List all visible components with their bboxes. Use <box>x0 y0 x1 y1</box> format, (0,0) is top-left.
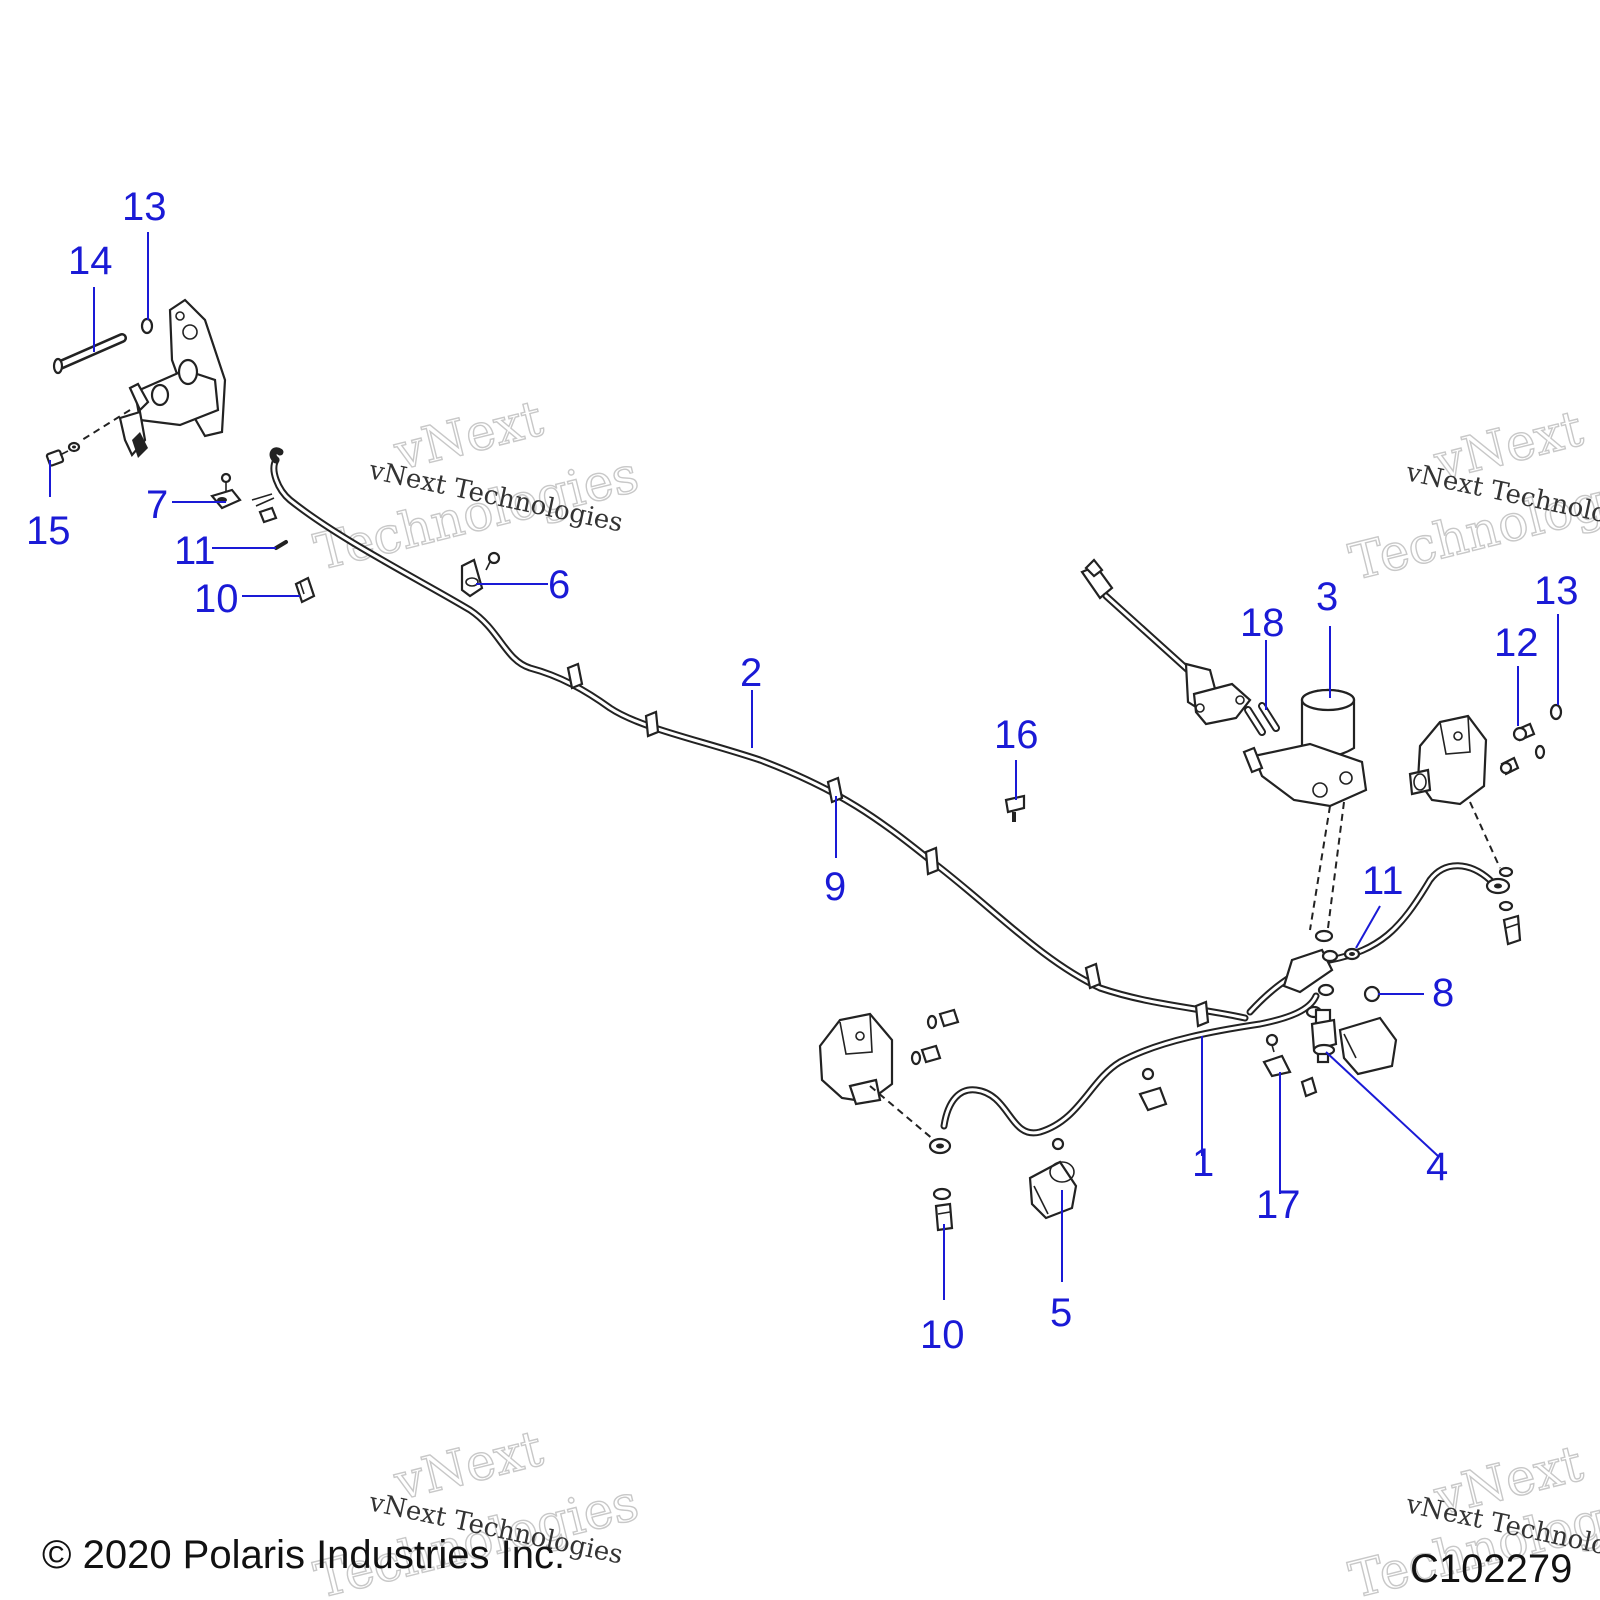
part-clip-6 <box>460 551 501 598</box>
callout-5: 5 <box>1050 1291 1072 1335</box>
callout-7: 7 <box>146 483 168 527</box>
callout-11-left: 11 <box>174 529 216 573</box>
part-clip-17 <box>1262 1033 1318 1098</box>
part-clip-7 <box>210 472 278 524</box>
part-bolt-10-lower <box>932 1187 954 1232</box>
part-bolt-16 <box>1004 794 1026 822</box>
copyright-notice: © 2020 Polaris Industries Inc. <box>42 1533 565 1577</box>
part-pins-18 <box>1244 702 1280 736</box>
part-caliper-right <box>1408 714 1501 869</box>
callout-16: 16 <box>994 713 1039 757</box>
part-nut-8 <box>1363 985 1381 1003</box>
part-bolt-right-hose <box>1498 866 1522 946</box>
callout-13-right: 13 <box>1534 569 1579 613</box>
part-caliper-rear-left <box>81 298 227 458</box>
part-dashed-guides-center <box>1309 801 1345 931</box>
part-pin <box>52 333 127 375</box>
callout-1: 1 <box>1192 1141 1214 1185</box>
part-bolt-15 <box>45 441 81 467</box>
watermark-top-left: vNext Technologies vNext Technologies <box>308 388 645 582</box>
part-seal-11-left <box>274 540 288 550</box>
callout-10-lower: 10 <box>920 1313 965 1357</box>
callout-15: 15 <box>26 509 71 553</box>
callout-13-left: 13 <box>122 185 167 229</box>
part-push-rod <box>1080 558 1252 726</box>
callout-9: 9 <box>824 865 846 909</box>
part-junction-block <box>1282 929 1361 1019</box>
part-bolts-front-caliper <box>910 1008 960 1066</box>
callout-10-left: 10 <box>194 577 239 621</box>
part-brake-line-long <box>269 447 1249 1028</box>
callout-17: 17 <box>1256 1183 1301 1227</box>
part-boot-right <box>1338 1016 1398 1076</box>
watermark-top-right: vNext Technologies vNext Technologies <box>1343 398 1600 592</box>
callout-18: 18 <box>1240 601 1285 645</box>
callouts: 13 14 15 7 11 10 6 2 9 16 18 3 13 12 11 … <box>26 185 1579 1357</box>
part-nut-13-right <box>1549 703 1563 721</box>
part-fitting-10-left <box>294 576 316 604</box>
callout-14: 14 <box>68 239 113 283</box>
callout-6: 6 <box>548 563 570 607</box>
callout-8: 8 <box>1432 971 1454 1015</box>
part-master-cylinder <box>1242 688 1368 808</box>
part-caliper-front <box>818 1012 935 1141</box>
part-brake-line-front <box>928 862 1511 1155</box>
part-bolt-12 <box>1499 722 1546 776</box>
callout-4: 4 <box>1426 1145 1448 1189</box>
callout-2: 2 <box>740 651 762 695</box>
part-boot-5 <box>1028 1160 1078 1220</box>
part-clip-line-1 <box>1051 1067 1168 1151</box>
callout-3: 3 <box>1316 575 1338 619</box>
leader-lines <box>49 232 1559 1300</box>
part-nut-left <box>140 317 154 335</box>
figure-id: C102279 <box>1410 1547 1572 1591</box>
part-switch-4 <box>1310 1008 1338 1064</box>
callout-12: 12 <box>1494 621 1539 665</box>
callout-11-right: 11 <box>1362 859 1404 903</box>
